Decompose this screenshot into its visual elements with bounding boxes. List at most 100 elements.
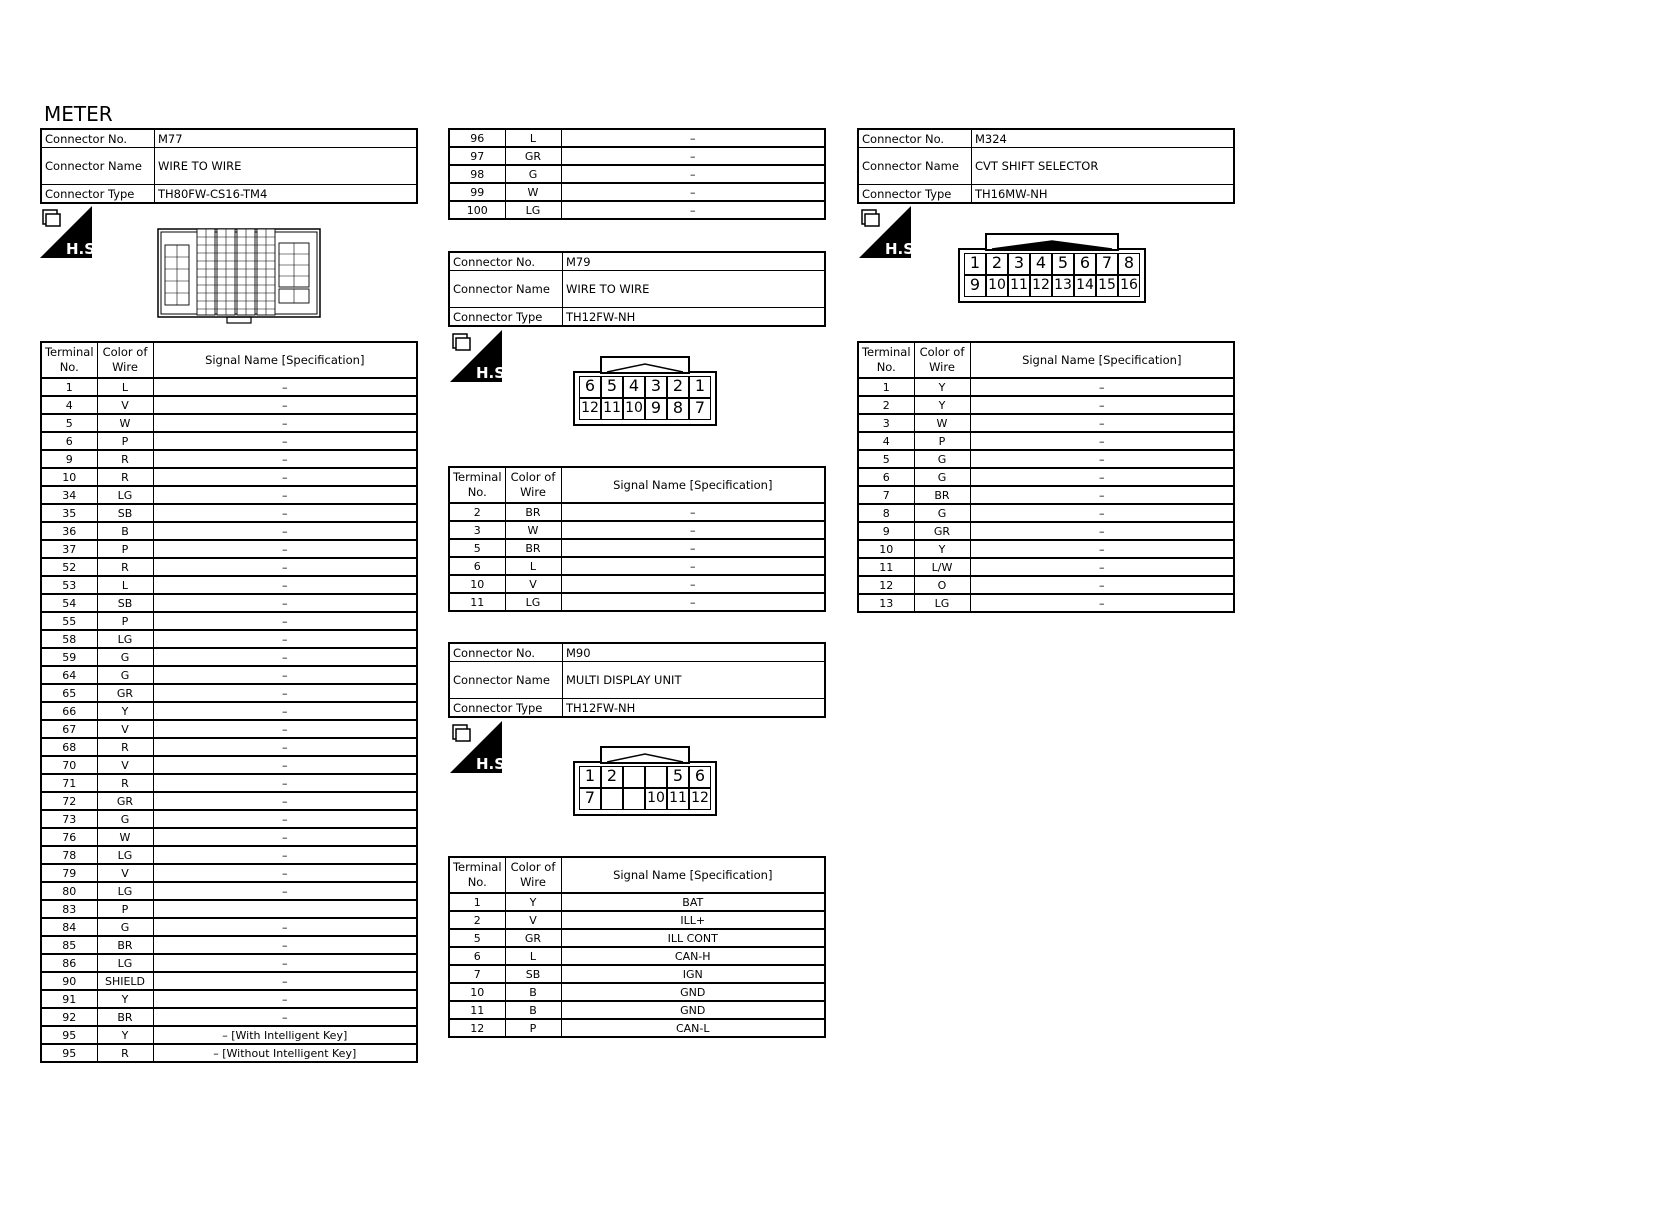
connector-no-label: Connector No. — [448, 251, 563, 271]
pin-cell: 7 — [1096, 253, 1118, 275]
wire-color-cell: G — [913, 467, 971, 487]
pin-cell: 8 — [1118, 253, 1140, 275]
pin-cell: 2 — [667, 376, 689, 398]
signal-cell: – — [969, 539, 1235, 559]
terminal-cell: 13 — [857, 593, 915, 613]
signal-cell: – — [969, 395, 1235, 415]
wire-color-cell: LG — [913, 593, 971, 613]
pin-cell: 1 — [579, 766, 601, 788]
signal-cell: – — [152, 989, 418, 1009]
terminal-cell: 5 — [40, 413, 98, 433]
pin-cell: 13 — [1052, 275, 1074, 297]
connector-type-label: Connector Type — [448, 698, 563, 718]
wire-color-cell: G — [96, 647, 154, 667]
connector-name-label: Connector Name — [857, 147, 972, 185]
signal-name-header: Signal Name [Specification] — [560, 856, 826, 894]
signal-cell: – — [560, 182, 826, 202]
signal-cell: – — [152, 719, 418, 739]
pin-cell: 14 — [1074, 275, 1096, 297]
terminal-cell: 72 — [40, 791, 98, 811]
pin-cell: 9 — [964, 275, 986, 297]
wire-color-cell: GR — [504, 146, 562, 166]
signal-cell: – — [152, 557, 418, 577]
terminal-cell: 91 — [40, 989, 98, 1009]
connector-name-value: WIRE TO WIRE — [154, 147, 418, 185]
signal-cell: BAT — [560, 892, 826, 912]
wire-color-cell: BR — [96, 1007, 154, 1027]
terminal-cell: 8 — [857, 503, 915, 523]
signal-cell: – — [152, 485, 418, 505]
connector-name-label: Connector Name — [448, 661, 563, 699]
signal-cell: – — [560, 128, 826, 148]
signal-cell: – — [152, 953, 418, 973]
connector-no-label: Connector No. — [448, 642, 563, 662]
signal-cell: – — [560, 556, 826, 576]
pin-cell: 3 — [1008, 253, 1030, 275]
pin-cell: 12 — [1030, 275, 1052, 297]
wire-color-cell: BR — [504, 538, 562, 558]
signal-name-header: Signal Name [Specification] — [560, 466, 826, 504]
wire-color-cell: P — [96, 899, 154, 919]
harness-side-icon: H.S. — [859, 206, 920, 258]
wire-color-cell: L — [504, 128, 562, 148]
wire-color-cell: W — [913, 413, 971, 433]
wire-color-cell: Y — [504, 892, 562, 912]
terminal-cell: 65 — [40, 683, 98, 703]
signal-cell: – — [969, 521, 1235, 541]
signal-cell: – [Without Intelligent Key] — [152, 1043, 418, 1063]
terminal-cell: 10 — [857, 539, 915, 559]
pin-cell: 9 — [645, 398, 667, 420]
wire-color-cell: BR — [96, 935, 154, 955]
signal-name-header: Signal Name [Specification] — [152, 341, 418, 379]
terminal-cell: 95 — [40, 1025, 98, 1045]
signal-name-header: Signal Name [Specification] — [969, 341, 1235, 379]
signal-cell: CAN-H — [560, 946, 826, 966]
signal-cell: – — [969, 485, 1235, 505]
terminal-cell: 78 — [40, 845, 98, 865]
signal-cell: – — [969, 377, 1235, 397]
terminal-cell: 3 — [448, 520, 506, 540]
pin-cell — [645, 766, 667, 788]
wire-color-cell: G — [504, 164, 562, 184]
wire-color-cell: W — [96, 827, 154, 847]
wire-color-cell: GR — [913, 521, 971, 541]
pin-cell: 11 — [667, 788, 689, 810]
terminal-cell: 67 — [40, 719, 98, 739]
terminal-cell: 1 — [857, 377, 915, 397]
terminal-cell: 84 — [40, 917, 98, 937]
signal-cell: – — [152, 611, 418, 631]
terminal-cell: 76 — [40, 827, 98, 847]
wire-color-cell: GR — [96, 791, 154, 811]
terminal-cell: 10 — [448, 982, 506, 1002]
terminal-cell: 58 — [40, 629, 98, 649]
wire-color-cell: SB — [96, 503, 154, 523]
signal-cell: – — [152, 629, 418, 649]
wire-color-cell: P — [96, 611, 154, 631]
pin-cell: 7 — [579, 788, 601, 810]
wire-color-cell: R — [96, 737, 154, 757]
wire-color-cell: G — [96, 665, 154, 685]
wire-color-cell: Y — [913, 395, 971, 415]
terminal-cell: 71 — [40, 773, 98, 793]
terminal-cell: 64 — [40, 665, 98, 685]
terminal-cell: 83 — [40, 899, 98, 919]
